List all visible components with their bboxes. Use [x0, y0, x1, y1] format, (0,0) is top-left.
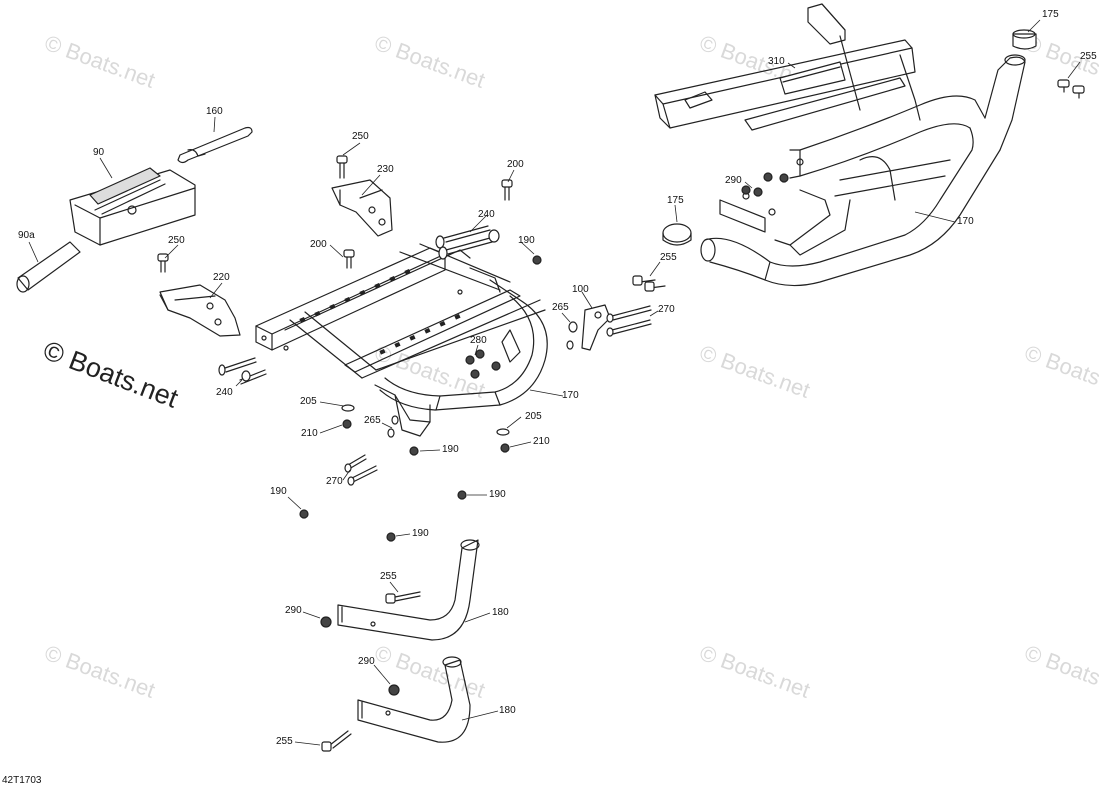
bracket-220: [159, 284, 241, 337]
callout: 205: [525, 411, 542, 422]
deck-frame: [255, 243, 548, 437]
step-180-lower: [357, 656, 471, 743]
callout: 190: [442, 444, 459, 455]
callout: 190: [518, 235, 535, 246]
nuts: [299, 172, 789, 696]
callout: 265: [552, 302, 569, 313]
callout: 100: [572, 284, 589, 295]
callout: 180: [492, 607, 509, 618]
callout: 210: [533, 436, 550, 447]
bracket-100: [566, 304, 611, 351]
callout: 175: [1042, 9, 1059, 20]
callout: 205: [300, 396, 317, 407]
callout: 190: [412, 528, 429, 539]
callout: 190: [270, 486, 287, 497]
rear-frame-assembly: [654, 3, 1037, 287]
step-180-upper: [337, 539, 480, 641]
callout: 170: [957, 216, 974, 227]
callout: 220: [213, 272, 230, 283]
bracket-230: [331, 179, 393, 237]
callout: 180: [499, 705, 516, 716]
callout: 280: [470, 335, 487, 346]
callout: 290: [285, 605, 302, 616]
callout: 310: [768, 56, 785, 67]
diagram-code: 42T1703: [2, 775, 42, 786]
callout: 90a: [18, 230, 35, 241]
callout: 175: [667, 195, 684, 206]
washers: [341, 404, 510, 438]
callout: 210: [301, 428, 318, 439]
callout: 160: [206, 106, 223, 117]
callout: 255: [380, 571, 397, 582]
callout: 255: [276, 736, 293, 747]
callout: 90: [93, 147, 105, 158]
callout: 230: [377, 164, 394, 175]
callout: 250: [168, 235, 185, 246]
callout: 270: [658, 304, 675, 315]
callout: 250: [352, 131, 369, 142]
callout: 255: [660, 252, 677, 263]
callout: 265: [364, 415, 381, 426]
callout: 240: [478, 209, 495, 220]
tool-kit: [16, 126, 253, 293]
callout: 200: [507, 159, 524, 170]
callout: 200: [310, 239, 327, 250]
callout: 270: [326, 476, 343, 487]
callout: 290: [725, 175, 742, 186]
callout: 290: [358, 656, 375, 667]
callout: 190: [489, 489, 506, 500]
callout: 240: [216, 387, 233, 398]
bolts: [160, 83, 1080, 749]
bolt-heads: [157, 79, 1085, 752]
callout: 170: [562, 390, 579, 401]
callout: 255: [1080, 51, 1097, 62]
